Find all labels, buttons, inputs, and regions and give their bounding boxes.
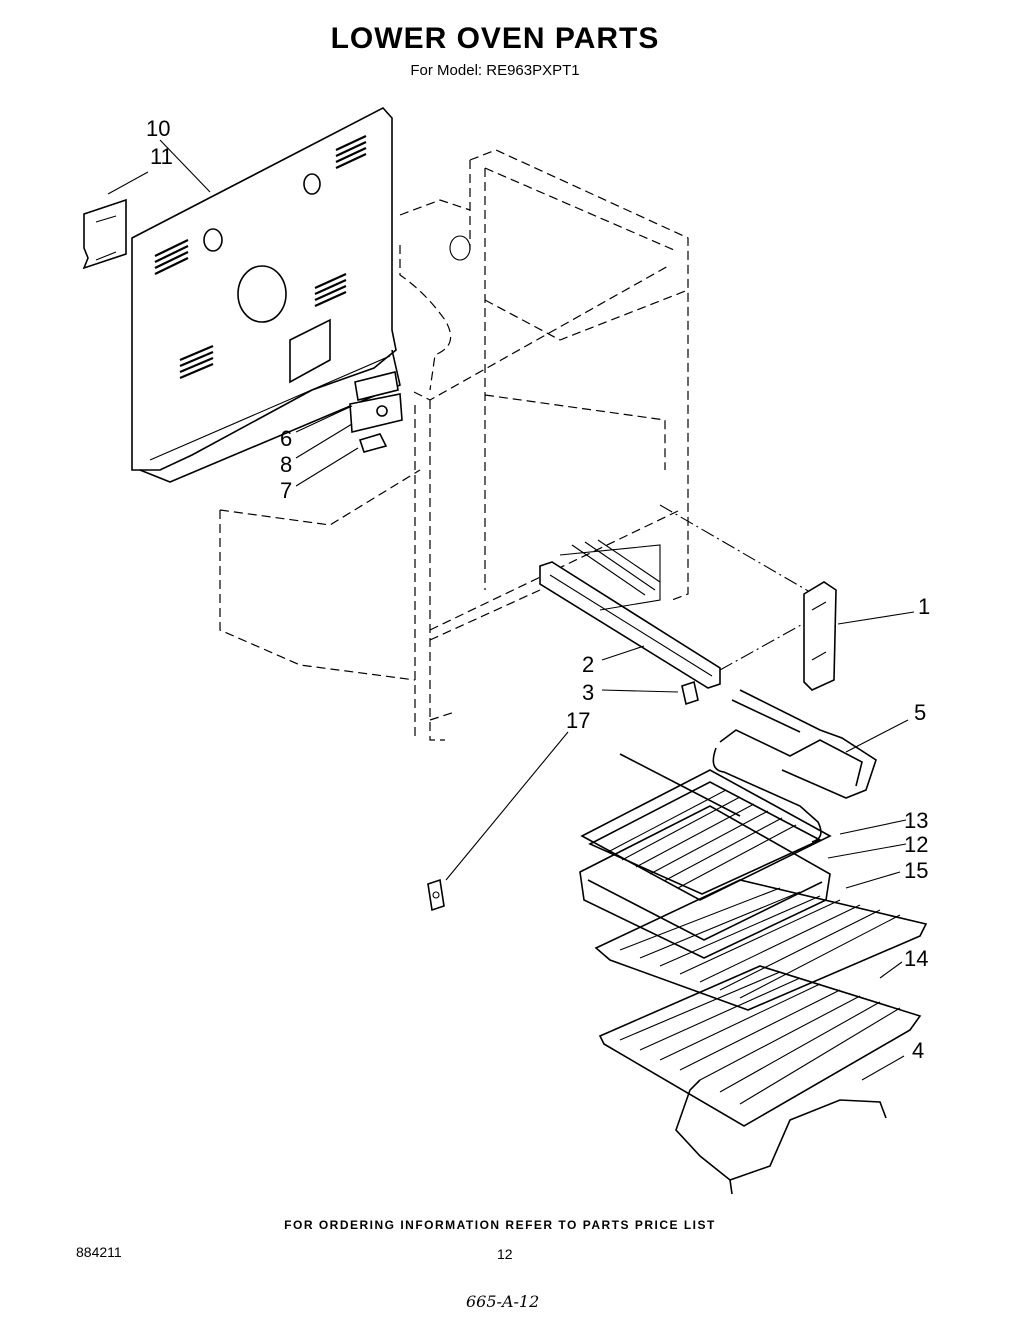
callout-13: 13 [904, 808, 928, 833]
element-support-bar [539, 539, 721, 689]
callout-15: 15 [904, 858, 928, 883]
oven-cavity-outline [219, 149, 689, 741]
broil-element [619, 689, 877, 843]
callout-1: 1 [918, 594, 930, 619]
handwritten-annotation: 665-A-12 [466, 1292, 540, 1311]
callout-5: 5 [914, 700, 926, 725]
page-title: LOWER OVEN PARTS [330, 22, 660, 55]
callout-10: 10 [146, 116, 170, 141]
callout-2: 2 [582, 652, 594, 677]
small-bracket [427, 878, 445, 912]
callout-4: 4 [912, 1038, 924, 1063]
page-number: 12 [497, 1246, 513, 1262]
callout-11: 11 [150, 144, 173, 169]
model-subtitle: For Model: RE963PXPT1 [410, 62, 580, 79]
rear-panel [131, 107, 401, 483]
callout-14: 14 [904, 946, 928, 971]
callout-7: 7 [280, 478, 292, 503]
bake-element [675, 1079, 887, 1181]
element-cover [803, 581, 837, 691]
ordering-note: FOR ORDERING INFORMATION REFER TO PARTS … [284, 1218, 716, 1232]
leader-lines [107, 139, 915, 1081]
oven-racks [594, 879, 928, 1127]
callout-3: 3 [582, 680, 594, 705]
callout-6: 6 [280, 426, 292, 451]
callout-12: 12 [904, 832, 928, 857]
assembly-centerline [659, 504, 811, 671]
callout-8: 8 [280, 452, 292, 477]
callout-17: 17 [566, 708, 590, 733]
cover-plate [82, 198, 127, 270]
clip [681, 680, 699, 706]
document-number: 884211 [76, 1244, 122, 1260]
terminal-block-parts [349, 371, 403, 453]
